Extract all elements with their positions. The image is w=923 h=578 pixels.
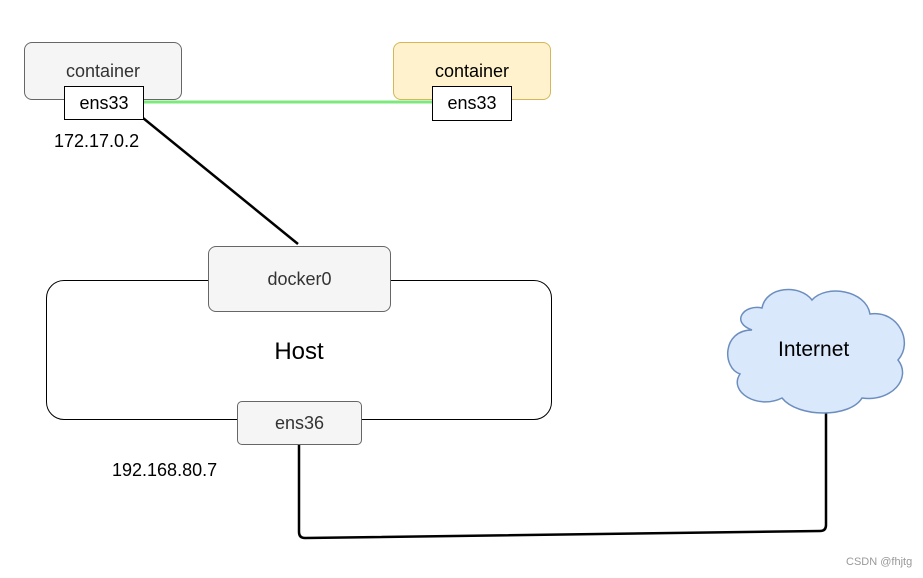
left-container-ip: 172.17.0.2: [54, 131, 140, 151]
left-container-label: container: [65, 61, 141, 81]
docker0-label: docker0: [267, 268, 332, 289]
host-ens36-interface: ens36: [237, 401, 362, 445]
container-to-docker0-link: [142, 117, 299, 245]
right-ens33-label: ens33: [447, 93, 497, 113]
docker0-bridge: docker0: [208, 246, 391, 312]
right-container-label: container: [434, 61, 510, 81]
right-container-ens33-interface: ens33: [432, 86, 512, 121]
host-label: Host: [274, 338, 324, 365]
host-ip: 192.168.80.7: [112, 460, 218, 480]
internet-label: Internet: [778, 338, 850, 361]
ens36-label: ens36: [274, 412, 325, 433]
host-to-internet-link: [297, 410, 828, 540]
watermark: CSDN @fhjtg: [846, 556, 913, 568]
left-container-ens33-interface: ens33: [64, 86, 144, 120]
left-ens33-label: ens33: [79, 92, 129, 113]
internet-cloud: [727, 288, 906, 414]
